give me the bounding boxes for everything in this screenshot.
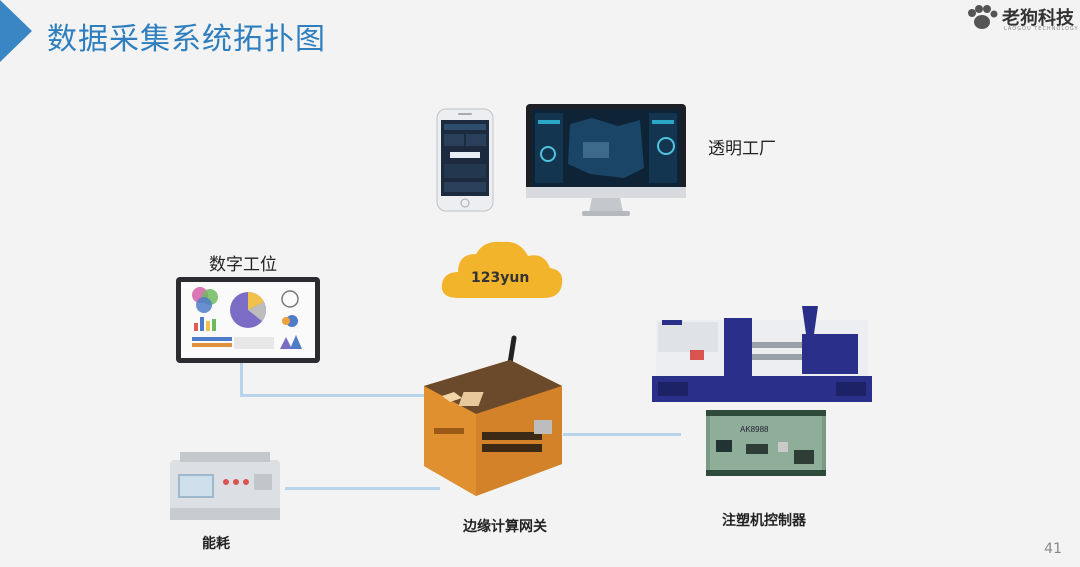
- injection-molding-machine-icon: [652, 306, 872, 402]
- controller-board-icon: AK8988: [706, 410, 826, 476]
- logo-subtitle: LAOGOU TECHNOLOGY: [1004, 26, 1079, 32]
- label-digital-station: 数字工位: [209, 255, 277, 275]
- smartphone-icon: [436, 108, 494, 212]
- label-transparent-factory: 透明工厂: [708, 139, 776, 159]
- link-energy: [285, 487, 440, 490]
- page-number: 41: [1044, 541, 1062, 557]
- label-injection-controller: 注塑机控制器: [722, 513, 806, 529]
- link-controller: [563, 433, 681, 436]
- logo-name: 老狗科技: [1002, 8, 1074, 29]
- monitor-icon: [526, 104, 686, 216]
- link-station-vertical: [240, 360, 243, 396]
- label-edge-gateway: 边缘计算网关: [463, 519, 547, 535]
- paw-logo-icon: [968, 5, 998, 29]
- cloud-label: 123yun: [471, 270, 530, 286]
- energy-meter-icon: [170, 452, 280, 520]
- cloud-icon: [441, 241, 563, 298]
- controller-board-label: AK8988: [740, 425, 769, 434]
- link-station-horizontal: [240, 394, 425, 397]
- label-energy: 能耗: [202, 536, 230, 552]
- company-logo: 老狗科技 LAOGOU TECHNOLOGY: [966, 4, 1079, 34]
- digital-station-screen: [176, 277, 320, 363]
- edge-gateway-icon: [424, 335, 562, 496]
- title-arrow-icon: [0, 0, 32, 62]
- page-title: 数据采集系统拓扑图: [47, 22, 326, 57]
